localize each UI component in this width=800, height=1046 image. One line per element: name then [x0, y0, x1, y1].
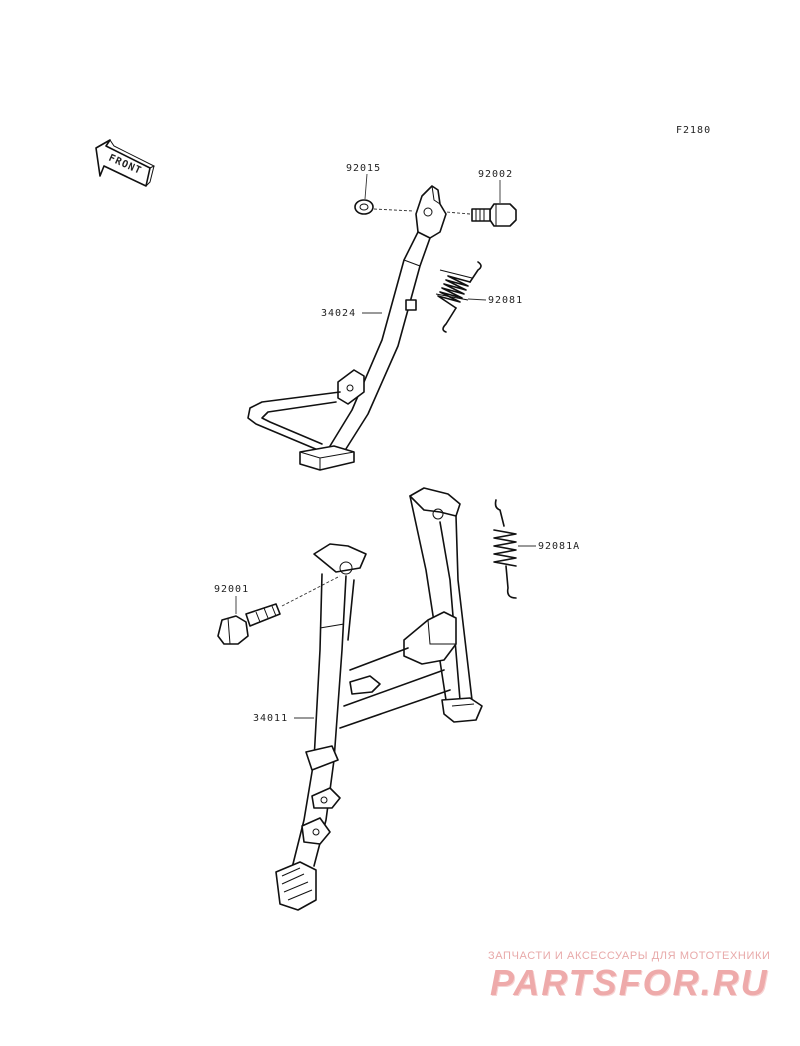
- main-stand-34011-icon: [275, 487, 483, 911]
- nut-92015-icon: [354, 199, 415, 215]
- leader-92015: [364, 173, 368, 200]
- label-92015: 92015: [346, 163, 381, 174]
- spring-92081-icon: [435, 261, 482, 333]
- bolt-92001-icon: [217, 575, 341, 645]
- front-arrow-icon: FRONT: [95, 139, 156, 187]
- side-stand-34024-icon: [247, 185, 447, 471]
- leader-92081: [467, 298, 487, 301]
- spring-92081a-icon: [493, 499, 517, 599]
- label-92081: 92081: [488, 295, 523, 306]
- bolt-92002-icon: [445, 203, 517, 227]
- label-92002: 92002: [478, 169, 513, 180]
- watermark-logo: PARTSFOR.RU: [490, 962, 769, 1003]
- label-34024: 34024: [321, 308, 356, 319]
- watermark-tagline: ЗАПЧАСТИ И АКСЕССУАРЫ ДЛЯ МОТОТЕХНИКИ: [488, 950, 771, 962]
- label-92001: 92001: [214, 584, 249, 595]
- figure-code: F2180: [676, 125, 711, 136]
- label-34011: 34011: [253, 713, 288, 724]
- label-92081a: 92081A: [538, 541, 580, 552]
